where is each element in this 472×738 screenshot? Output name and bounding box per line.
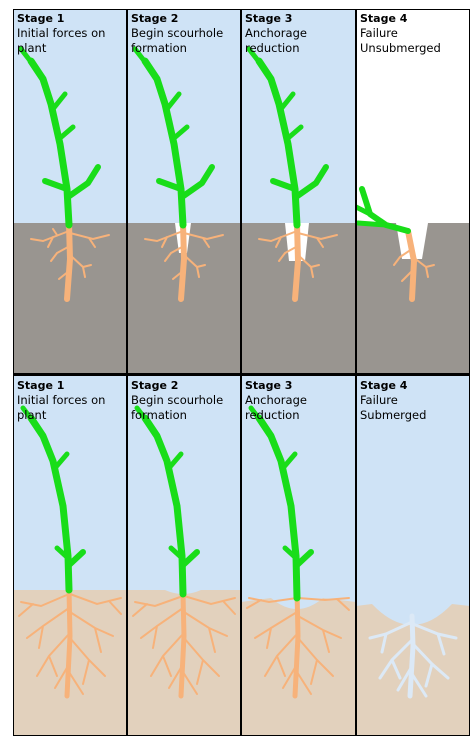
stage-description-line-1: Anchorage: [245, 393, 307, 408]
stage-title: Stage 1: [17, 378, 105, 393]
stage-description-line-2: reduction: [245, 408, 307, 423]
stage-description-line-2: formation: [131, 408, 223, 423]
stage-description-line-2: Submerged: [360, 408, 426, 423]
bottom-panel-4-drawing: [356, 376, 470, 736]
bottom-panel-stage-4: Stage 4 Failure Submerged: [356, 376, 470, 736]
stage-title: Stage 4: [360, 378, 426, 393]
plant-stem: [251, 408, 311, 598]
column-divider-3: [355, 9, 357, 736]
stage-description-line-2: Unsubmerged: [360, 41, 441, 56]
stage-label: Stage 3 Anchorage reduction: [245, 378, 307, 423]
stage-description-line-2: plant: [17, 408, 105, 423]
stage-label: Stage 2 Begin scourhole formation: [131, 11, 223, 56]
stage-description-line-1: Failure: [360, 393, 426, 408]
bottom-panel-stage-2: Stage 2 Begin scourhole formation: [127, 376, 241, 736]
stage-title: Stage 1: [17, 11, 105, 26]
stage-title: Stage 2: [131, 11, 223, 26]
stage-description-line-1: Anchorage: [245, 26, 307, 41]
stage-description-line-2: reduction: [245, 41, 307, 56]
top-panel-stage-4: Stage 4 Failure Unsubmerged: [356, 9, 470, 373]
column-divider-2: [240, 9, 242, 736]
stage-title: Stage 3: [245, 11, 307, 26]
plant-stem: [23, 408, 83, 590]
stage-description-line-1: Initial forces on: [17, 26, 105, 41]
bottom-panel-stage-1: Stage 1 Initial forces on plant: [13, 376, 127, 736]
stage-title: Stage 4: [360, 11, 441, 26]
stage-description-line-1: Begin scourhole: [131, 26, 223, 41]
stage-title: Stage 2: [131, 378, 223, 393]
stage-label: Stage 3 Anchorage reduction: [245, 11, 307, 56]
stage-label: Stage 1 Initial forces on plant: [17, 378, 105, 423]
diagram-frame: Stage 1 Initial forces on plant: [13, 9, 470, 736]
stage-description-line-2: formation: [131, 41, 223, 56]
top-panel-3-drawing: [241, 9, 356, 373]
stage-description-line-1: Initial forces on: [17, 393, 105, 408]
bottom-panel-2-drawing: [127, 376, 241, 736]
top-panel-stage-1: Stage 1 Initial forces on plant: [13, 9, 127, 373]
stage-label: Stage 4 Failure Unsubmerged: [360, 11, 441, 56]
top-panel-2-drawing: [127, 9, 241, 373]
plant-stem: [137, 408, 197, 594]
stage-description-line-1: Failure: [360, 26, 441, 41]
stage-title: Stage 3: [245, 378, 307, 393]
stage-description-line-1: Begin scourhole: [131, 393, 223, 408]
plant-stem: [135, 49, 212, 225]
stage-label: Stage 1 Initial forces on plant: [17, 11, 105, 56]
top-panel-4-drawing: [356, 9, 470, 373]
top-panel-stage-3: Stage 3 Anchorage reduction: [241, 9, 356, 373]
bottom-panel-stage-3: Stage 3 Anchorage reduction: [241, 376, 356, 736]
plant-stem: [21, 49, 98, 225]
top-panel-stage-2: Stage 2 Begin scourhole formation: [127, 9, 241, 373]
stage-label: Stage 4 Failure Submerged: [360, 378, 426, 423]
stage-description-line-2: plant: [17, 41, 105, 56]
bottom-panel-3-drawing: [241, 376, 356, 736]
stage-label: Stage 2 Begin scourhole formation: [131, 378, 223, 423]
bottom-panel-1-drawing: [13, 376, 127, 736]
column-divider-1: [126, 9, 128, 736]
plant-stem: [249, 49, 326, 225]
top-panel-1-drawing: [13, 9, 127, 373]
